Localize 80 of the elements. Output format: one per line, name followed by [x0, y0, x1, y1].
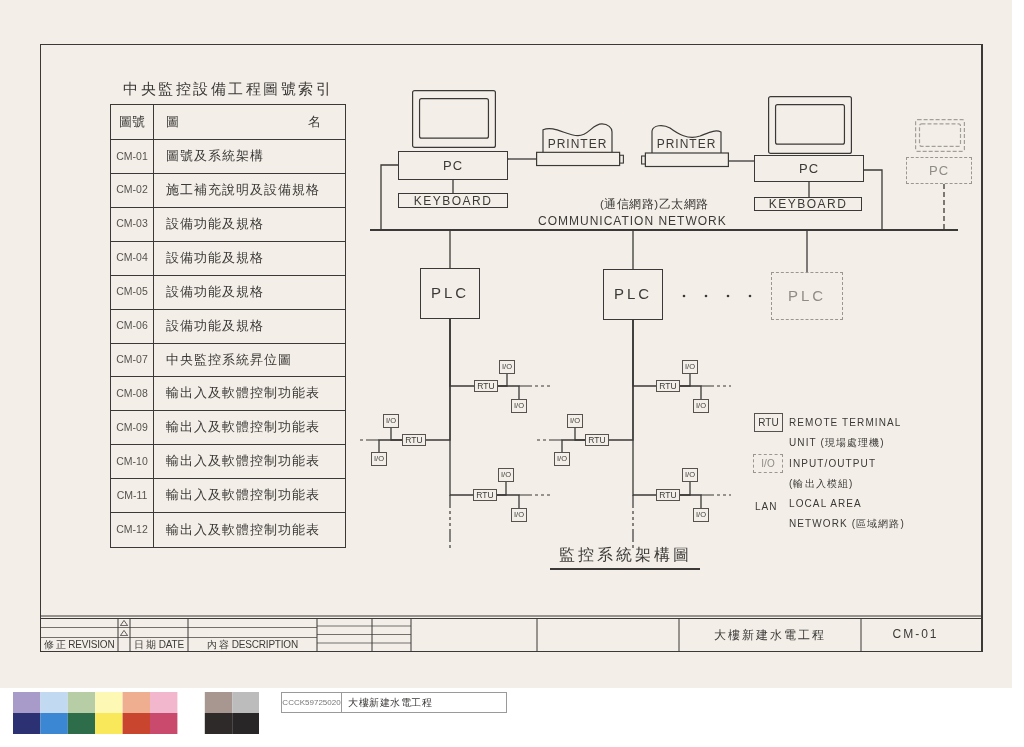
connector-line [449, 230, 451, 269]
rtu-unit: RTU [656, 489, 680, 501]
drawing-title-cell: 施工補充說明及設備規格 [154, 173, 345, 208]
device-label: PRINTER [546, 136, 609, 152]
connector-line [378, 439, 403, 453]
printer-symbol [641, 122, 729, 168]
connector-line [561, 439, 586, 453]
archive-id: CCCK59725020 [282, 693, 342, 712]
drawing-number-cell: CM-07 [111, 343, 154, 378]
connector-line [943, 183, 945, 230]
drawing-number-cell: CM-02 [111, 173, 154, 208]
node-caption: (通信網路)乙太網路 [600, 197, 710, 212]
connector-line [806, 230, 808, 273]
printer-symbol [536, 122, 624, 167]
plc-unit: PLC [420, 268, 480, 319]
column-heading: 日 期 DATE [133, 639, 185, 651]
connector-line [497, 385, 520, 400]
node-caption: INPUT/OUTPUT (輸出入模組) [789, 457, 877, 491]
node-caption: COMMUNICATION NETWORK [538, 213, 728, 230]
drawing-number-cell: CM-03 [111, 207, 154, 242]
drawing-number-cell: CM-05 [111, 275, 154, 310]
network-bus-line [370, 229, 958, 231]
connector-line [679, 385, 702, 400]
connector-line [632, 230, 634, 270]
rtu-unit: RTU [402, 434, 426, 446]
drawing-title-cell: 設備功能及規格 [154, 207, 345, 242]
plc-unit: PLC [771, 272, 843, 320]
connector-line [632, 319, 657, 496]
rtu-unit: RTU [585, 434, 609, 446]
drawing-title-cell: 設備功能及規格 [154, 241, 345, 276]
connector-line [808, 181, 810, 198]
connector-line [679, 494, 702, 509]
rtu-unit: RTU [474, 380, 498, 392]
header-cell: 圖號 [111, 105, 154, 140]
connector-line [496, 494, 520, 509]
drawing-title-cell: 設備功能及規格 [154, 275, 345, 310]
drawing-number-cell: CM-10 [111, 445, 154, 480]
plc-unit: PLC [603, 269, 663, 320]
project-name: 大樓新建水電工程 [347, 696, 433, 710]
drawing-number-cell: CM-06 [111, 309, 154, 344]
header-cell: 圖 名 [154, 105, 345, 140]
connector-line [452, 179, 454, 194]
drawing-title-cell: 輸出入及軟體控制功能表 [154, 479, 345, 514]
drawing-title-cell: 設備功能及規格 [154, 309, 345, 344]
keyboard-unit: KEYBOARD [754, 197, 862, 211]
drawing-number-cell: CM-11 [111, 479, 154, 514]
drawing-number: CM-01 [891, 626, 940, 643]
legend-abbreviation: LAN [755, 500, 779, 514]
drawing-number-cell: CM-08 [111, 377, 154, 412]
connector-line [507, 158, 537, 160]
drawing-title-cell-text: 輸出入及軟體控制功能表 [165, 521, 321, 539]
device-label: PRINTER [655, 136, 718, 152]
project-name: 大樓新建水電工程 [713, 627, 827, 644]
computer-unit: PC [754, 155, 864, 182]
rtu-unit: RTU [656, 380, 680, 392]
keyboard-unit: KEYBOARD [398, 193, 508, 208]
column-heading: 內 容 DESCRIPTION [206, 639, 299, 651]
legend-key: RTU [754, 413, 783, 432]
drawing-title-cell: 輸出入及軟體控制功能表 [154, 445, 345, 480]
connector-line [863, 169, 883, 230]
drawing-title-cell: 輸出入及軟體控制功能表 [154, 411, 345, 446]
legend-key: I/O [753, 454, 783, 473]
drawing-title-cell: 輸出入及軟體控制功能表 [154, 377, 345, 412]
diagram-title: 監控系統架構圖 [550, 544, 700, 570]
connector-line [449, 318, 474, 496]
computer-unit: PC [906, 157, 972, 184]
node-caption: REMOTE TERMINAL UNIT (現場處理機) [789, 416, 903, 450]
table-title: 中央監控設備工程圖號索引 [122, 79, 334, 99]
drawing-number-cell: CM-04 [111, 241, 154, 276]
rtu-unit: RTU [473, 489, 497, 501]
legend-description: LOCAL AREA NETWORK (區域網路) [789, 497, 906, 531]
connector-line [728, 160, 755, 162]
drawing-number-cell: CM-09 [111, 411, 154, 446]
drawing-number-cell: CM-12 [111, 513, 154, 547]
computer-unit: PC [398, 151, 508, 180]
drawing-title-cell: 圖號及系統架構 [154, 140, 345, 174]
drawing-title-cell: 中央監控系統昇位圖 [154, 343, 345, 378]
connector-line [380, 164, 399, 230]
drawing-number-cell: CM-01 [111, 140, 154, 174]
column-heading: 修 正 REVISION [42, 639, 116, 651]
